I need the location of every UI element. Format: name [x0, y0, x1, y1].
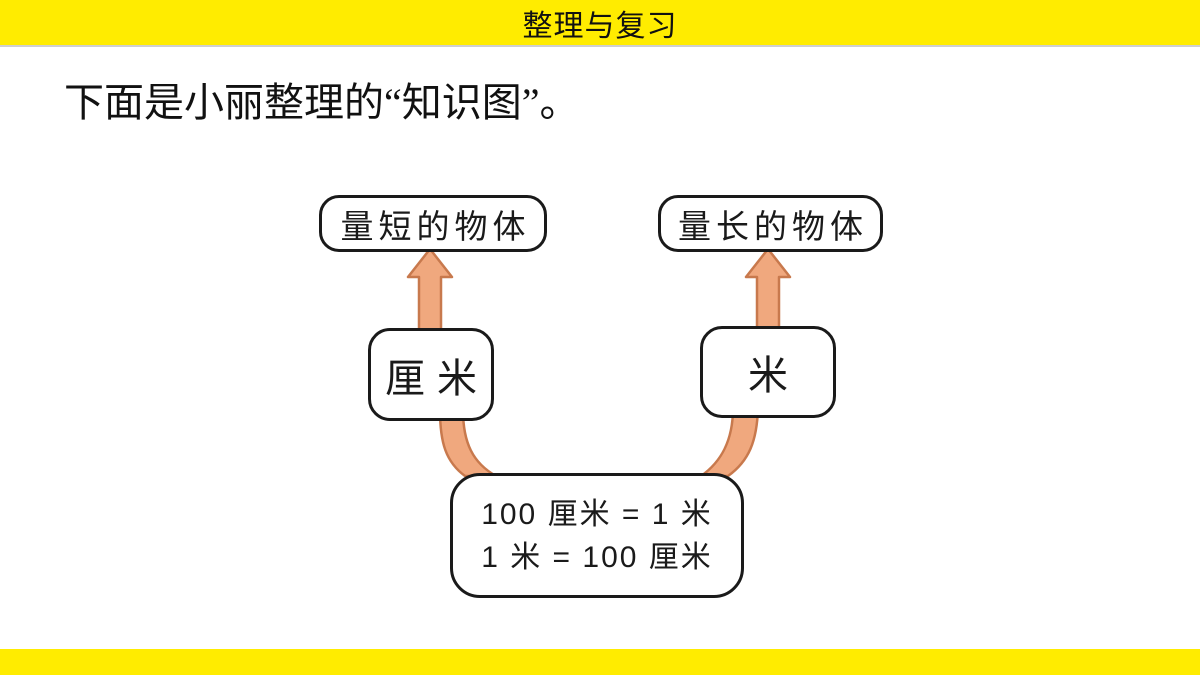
box-centimeter: 厘米: [368, 328, 494, 421]
intro-text: 下面是小丽整理的“知识图”。: [64, 80, 580, 125]
page-title: 整理与复习: [522, 9, 678, 43]
box-centimeter-label: 厘米: [385, 356, 489, 401]
box-conversion: 100 厘米 = 1 米 1 米 = 100 厘米: [450, 473, 744, 598]
box-meter: 米: [700, 326, 836, 418]
conversion-line-1: 100 厘米 = 1 米: [481, 497, 713, 531]
box-measure-short-objects: 量短的物体: [319, 195, 547, 252]
arrow-up-left-icon: [406, 247, 454, 334]
footer-band: [0, 649, 1200, 675]
conversion-line-2: 1 米 = 100 厘米: [481, 540, 713, 574]
box-meter-label: 米: [748, 354, 788, 398]
arrow-up-right-icon: [744, 247, 792, 332]
header-band: 整理与复习: [0, 0, 1200, 47]
box-measure-short-objects-label: 量短的物体: [340, 207, 531, 245]
box-measure-long-objects: 量长的物体: [658, 195, 883, 252]
connector-right-band: [699, 406, 760, 478]
box-measure-long-objects-label: 量长的物体: [678, 207, 868, 245]
